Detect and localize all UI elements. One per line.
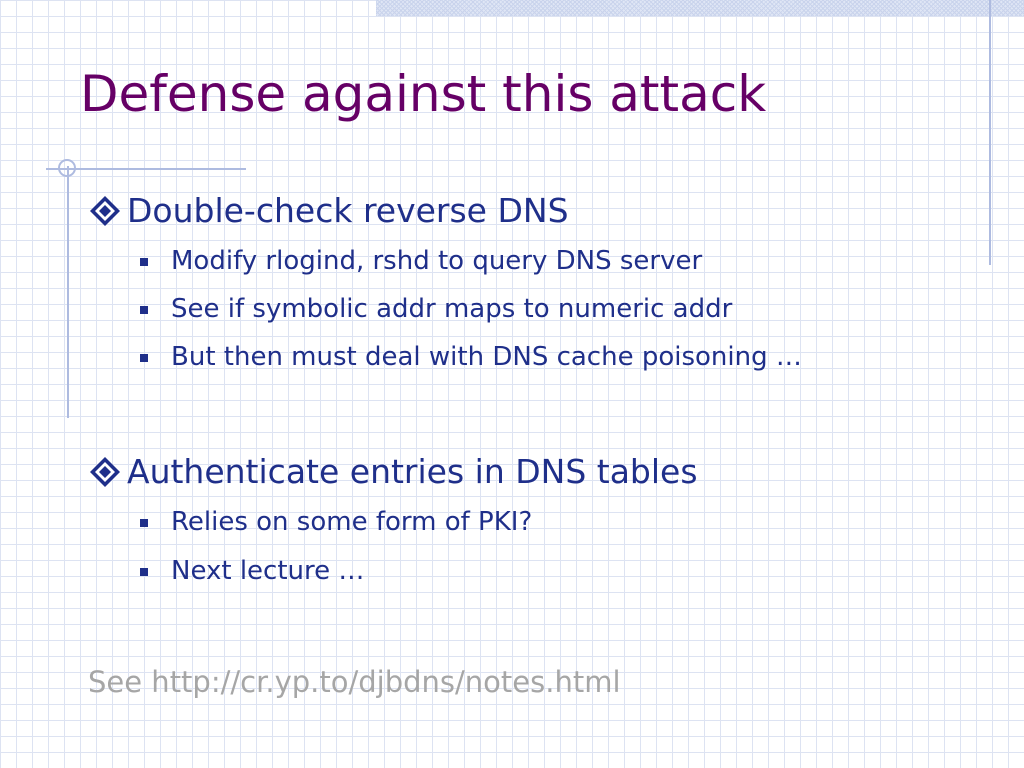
subitem-text: Modify rlogind, rshd to query DNS server [171, 246, 703, 276]
subitem-text: But then must deal with DNS cache poison… [171, 342, 802, 372]
diamond-bullet-icon [90, 195, 120, 226]
subitem-text: Next lecture … [171, 556, 365, 586]
bullet-double-check-reverse-dns: Double-check reverse DNS [88, 191, 569, 231]
square-bullet-icon [140, 353, 148, 362]
square-bullet-icon [140, 257, 148, 266]
subitem-dns-cache-poisoning: But then must deal with DNS cache poison… [140, 342, 802, 373]
title-underline-rule [46, 168, 246, 170]
top-decorative-band [376, 0, 1024, 16]
subitem-text: Relies on some form of PKI? [171, 507, 533, 537]
left-decorative-rule [67, 166, 69, 418]
subitem-symbolic-addr: See if symbolic addr maps to numeric add… [140, 294, 732, 325]
subitem-relies-on-pki: Relies on some form of PKI? [140, 507, 532, 538]
square-bullet-icon [140, 518, 148, 527]
diamond-bullet-icon [90, 456, 120, 487]
decorative-ring-icon [58, 159, 76, 177]
square-bullet-icon [140, 567, 148, 576]
slide-title: Defense against this attack [80, 65, 767, 123]
footer-reference-link: See http://cr.yp.to/djbdns/notes.html [88, 665, 621, 699]
subitem-text: See if symbolic addr maps to numeric add… [171, 294, 733, 324]
subitem-next-lecture: Next lecture … [140, 556, 364, 587]
square-bullet-icon [140, 305, 148, 314]
subitem-modify-rlogind: Modify rlogind, rshd to query DNS server [140, 246, 702, 277]
right-decorative-rule [989, 0, 991, 265]
bullet-text: Authenticate entries in DNS tables [127, 452, 698, 491]
bullet-authenticate-dns-entries: Authenticate entries in DNS tables [88, 452, 698, 492]
bullet-text: Double-check reverse DNS [127, 191, 569, 230]
